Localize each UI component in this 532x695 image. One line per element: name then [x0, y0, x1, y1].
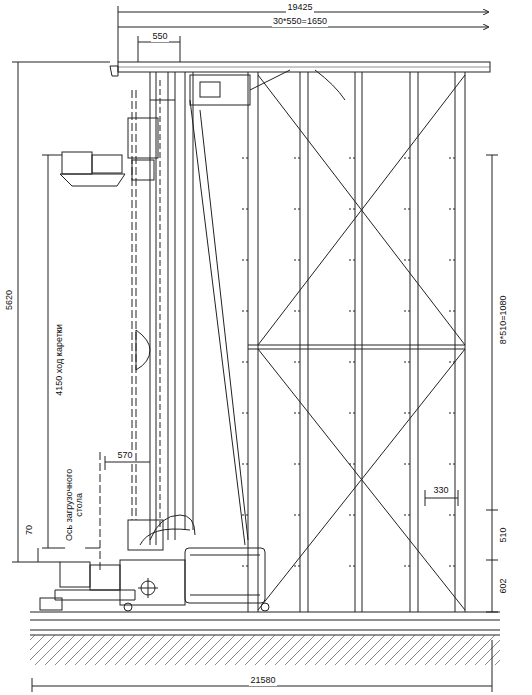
- structure-line: [294, 158, 300, 159]
- structure-line: [242, 158, 248, 159]
- structure-line: [355, 72, 356, 612]
- structure-line: [465, 72, 466, 612]
- structure-line: [242, 515, 248, 516]
- structure-line: [455, 72, 456, 612]
- structure-line: [294, 566, 300, 567]
- structure-line: [242, 566, 248, 567]
- structure-line: [404, 158, 410, 159]
- structure-line: [242, 209, 248, 210]
- dimension-label: 550: [151, 32, 168, 42]
- structure-line: [308, 72, 309, 612]
- structure-line: [242, 311, 248, 312]
- structure-line: [449, 260, 455, 261]
- structure-line: [242, 464, 248, 465]
- dimension-label: 19425: [286, 3, 313, 13]
- dimension-label: 21580: [249, 676, 276, 686]
- structure-line: [449, 566, 455, 567]
- structure-line: [349, 260, 355, 261]
- dimension-label: 602: [499, 577, 509, 594]
- structure-line: [404, 209, 410, 210]
- structure-line: [449, 158, 455, 159]
- structure-line: [242, 260, 248, 261]
- structure-line: [449, 209, 455, 210]
- structure-line: [449, 311, 455, 312]
- structure-line: [404, 260, 410, 261]
- structure-line: [349, 209, 355, 210]
- dimension-label: 8*510=1080: [499, 295, 509, 346]
- structure-line: [294, 362, 300, 363]
- structure-line: [410, 72, 411, 612]
- structure-line: [294, 260, 300, 261]
- structure-line: [294, 413, 300, 414]
- dimension-label: 4150 ход каретки: [55, 323, 65, 396]
- structure-line: [349, 464, 355, 465]
- structure-line: [404, 515, 410, 516]
- structure-line: [449, 413, 455, 414]
- structure-line: [362, 72, 363, 612]
- dimension-label: 570: [116, 451, 133, 461]
- structure-line: [242, 362, 248, 363]
- dimension-label: 5620: [5, 289, 15, 311]
- dimension-label: 330: [432, 486, 449, 496]
- structure-line: [449, 464, 455, 465]
- structure-line: [248, 72, 249, 612]
- structure-line: [349, 311, 355, 312]
- structure-line: [300, 72, 301, 612]
- structure-line: [404, 362, 410, 363]
- structure-line: [349, 362, 355, 363]
- structure-line: [418, 72, 419, 612]
- dimension-label: 70: [25, 524, 35, 536]
- structure-line: [404, 464, 410, 465]
- structure-line: [294, 464, 300, 465]
- structure-line: [349, 413, 355, 414]
- structure-line: [242, 413, 248, 414]
- structure-line: [449, 362, 455, 363]
- structure-line: [404, 311, 410, 312]
- structure-line: [349, 566, 355, 567]
- structure-line: [404, 413, 410, 414]
- structure-line: [294, 515, 300, 516]
- structure-line: [258, 72, 259, 612]
- dimension-label: 510: [499, 526, 509, 543]
- structure-line: [404, 566, 410, 567]
- structure-line: [349, 515, 355, 516]
- structure-line: [294, 311, 300, 312]
- dimension-label: Ось загрузочного стола: [65, 458, 85, 552]
- structure-line: [449, 515, 455, 516]
- structure-line: [349, 158, 355, 159]
- dimension-label: 30*550=1650: [272, 17, 328, 27]
- structure-line: [294, 209, 300, 210]
